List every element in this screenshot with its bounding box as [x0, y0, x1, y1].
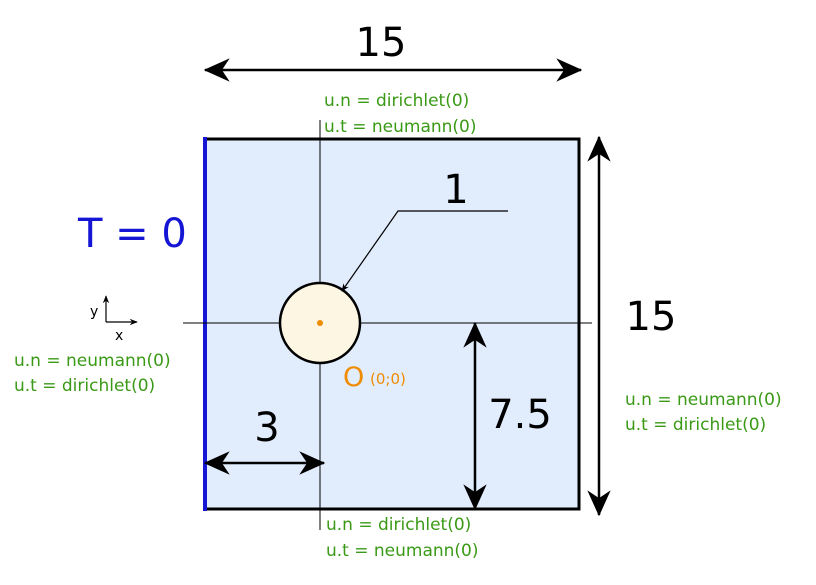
left-offset-label: 3 — [254, 405, 279, 451]
right-dimension-label: 15 — [626, 294, 677, 340]
left-bc-tangent: u.t = dirichlet(0) — [14, 376, 155, 396]
right-bc-normal: u.n = neumann(0) — [625, 390, 782, 410]
right-bc-tangent: u.t = dirichlet(0) — [625, 415, 766, 435]
temperature-bc-label: T = 0 — [77, 211, 187, 257]
left-bc-normal: u.n = neumann(0) — [14, 351, 171, 371]
y-axis-label: y — [90, 304, 98, 320]
x-axis-label: x — [115, 328, 123, 344]
top-dimension-label: 15 — [356, 20, 407, 66]
hole-diameter-label: 1 — [443, 167, 468, 213]
domain-square — [203, 137, 581, 511]
top-bc-normal: u.n = dirichlet(0) — [324, 91, 469, 111]
origin-point — [317, 320, 323, 326]
bottom-bc-normal: u.n = dirichlet(0) — [326, 515, 471, 535]
hole-leader-line — [341, 210, 508, 292]
bottom-bc-tangent: u.t = neumann(0) — [326, 541, 479, 561]
top-bc-tangent: u.t = neumann(0) — [324, 117, 477, 137]
origin-coordinates: (0;0) — [370, 370, 406, 388]
origin-label: O — [343, 362, 364, 393]
center-height-label: 7.5 — [488, 392, 552, 438]
